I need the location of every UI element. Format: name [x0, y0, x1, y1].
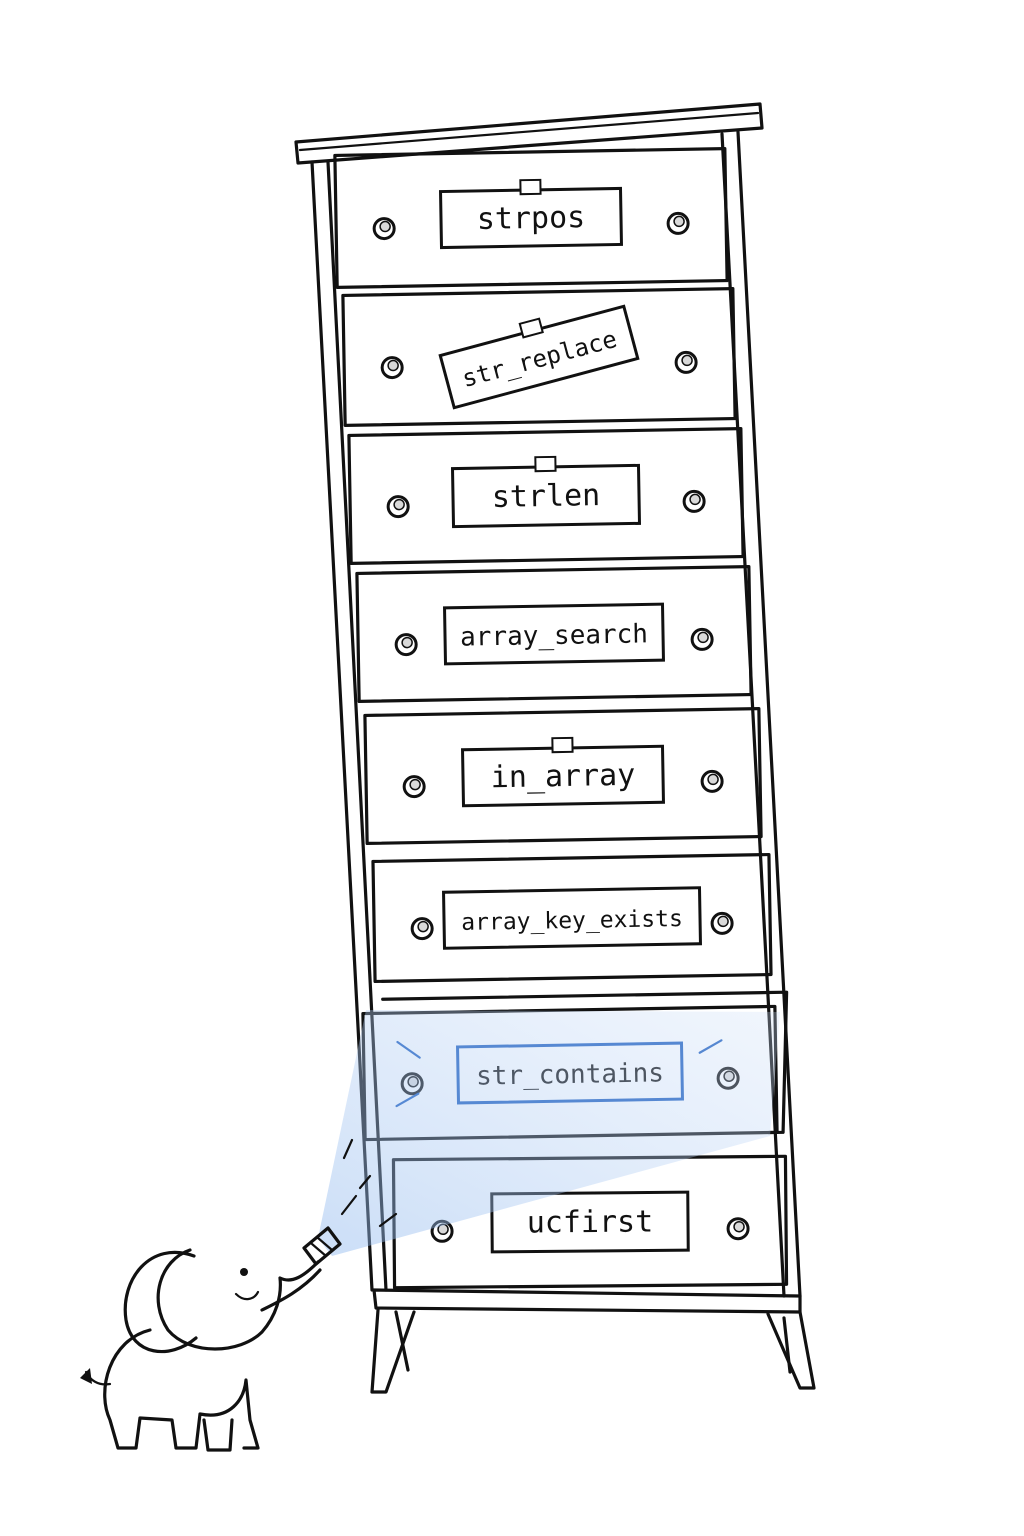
- knob-highlight: [393, 498, 405, 511]
- drawer-label-card: ucfirst: [490, 1190, 690, 1254]
- drawer-6[interactable]: array_key_exists: [371, 852, 773, 984]
- drawer-label-card: str_replace: [438, 304, 640, 410]
- label-card-frame: [490, 1190, 690, 1254]
- dresser-top: [294, 102, 764, 165]
- drawer-label: strlen: [492, 478, 601, 515]
- drawer-4[interactable]: array_search: [355, 564, 753, 704]
- drawer-1[interactable]: strpos: [333, 147, 729, 289]
- label-card-frame: [443, 602, 665, 666]
- drawer-front: [363, 706, 763, 846]
- tape-piece: [518, 317, 544, 339]
- knob-highlight: [717, 915, 729, 928]
- knob-highlight: [401, 636, 413, 649]
- drawer-front: [341, 287, 737, 427]
- tape-piece: [519, 178, 542, 196]
- drawer-label-card: array_search: [443, 602, 665, 666]
- knob-highlight: [673, 215, 685, 228]
- drawer-front: [371, 852, 773, 984]
- knob-highlight: [417, 920, 429, 933]
- knob-highlight: [409, 778, 421, 791]
- drawer-label: array_search: [460, 619, 648, 652]
- flashlight-icon: [302, 1226, 342, 1266]
- knob-highlight: [379, 220, 391, 233]
- dresser-legs: [370, 1308, 816, 1394]
- knob-highlight: [681, 354, 693, 367]
- label-card-frame: [442, 886, 702, 950]
- drawer-label: array_key_exists: [461, 906, 683, 936]
- drawer-label-card: strpos: [438, 178, 624, 250]
- knob-highlight: [733, 1220, 745, 1233]
- drawer-front: [355, 564, 753, 704]
- drawer-label-card: array_key_exists: [442, 886, 702, 950]
- drawer-front: [347, 426, 745, 566]
- drawer-label-card: strlen: [450, 455, 642, 529]
- tape-piece: [551, 736, 574, 754]
- elephant-icon: [80, 1248, 322, 1452]
- drawer-5[interactable]: in_array: [363, 706, 763, 846]
- drawer-label: strpos: [477, 200, 586, 237]
- drawer-label: in_array: [490, 758, 635, 796]
- drawer-2[interactable]: str_replace: [341, 287, 737, 427]
- drawer-label-card: in_array: [461, 736, 665, 808]
- drawer-front: [333, 147, 729, 289]
- drawer-label: ucfirst: [527, 1204, 654, 1240]
- knob-highlight: [707, 773, 719, 786]
- knob-highlight: [387, 359, 399, 372]
- knob-highlight: [697, 631, 709, 644]
- flashlight-beam: [318, 1010, 780, 1256]
- knob-highlight: [689, 493, 701, 506]
- tape-piece: [534, 455, 557, 473]
- drawer-3[interactable]: strlen: [347, 426, 745, 566]
